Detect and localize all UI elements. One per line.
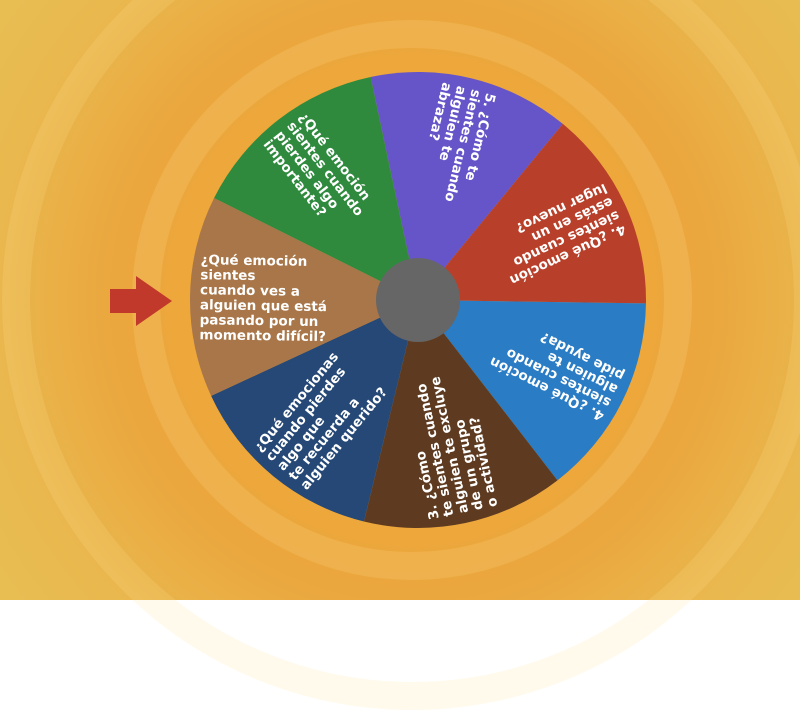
wheel-segment xyxy=(363,300,558,528)
wheel-segment xyxy=(418,123,646,304)
wheel-segment xyxy=(211,300,418,522)
segment-label-line: alguien que está xyxy=(200,297,327,315)
wheel-hub[interactable] xyxy=(376,258,460,342)
segment-label-line: momento difícil? xyxy=(199,327,326,345)
wheel-segment xyxy=(214,76,418,300)
wheel-segment xyxy=(189,198,418,396)
segment-label-line: sientes xyxy=(200,267,255,284)
wheel-segment xyxy=(370,71,563,300)
segment-label-line: pasando por un xyxy=(200,312,319,330)
segment-label-line: cuando ves a xyxy=(200,282,300,299)
segment-label-line: ¿Qué emoción xyxy=(200,252,307,270)
pointer-arrow-icon xyxy=(110,276,172,326)
wheel-segment xyxy=(418,300,646,481)
